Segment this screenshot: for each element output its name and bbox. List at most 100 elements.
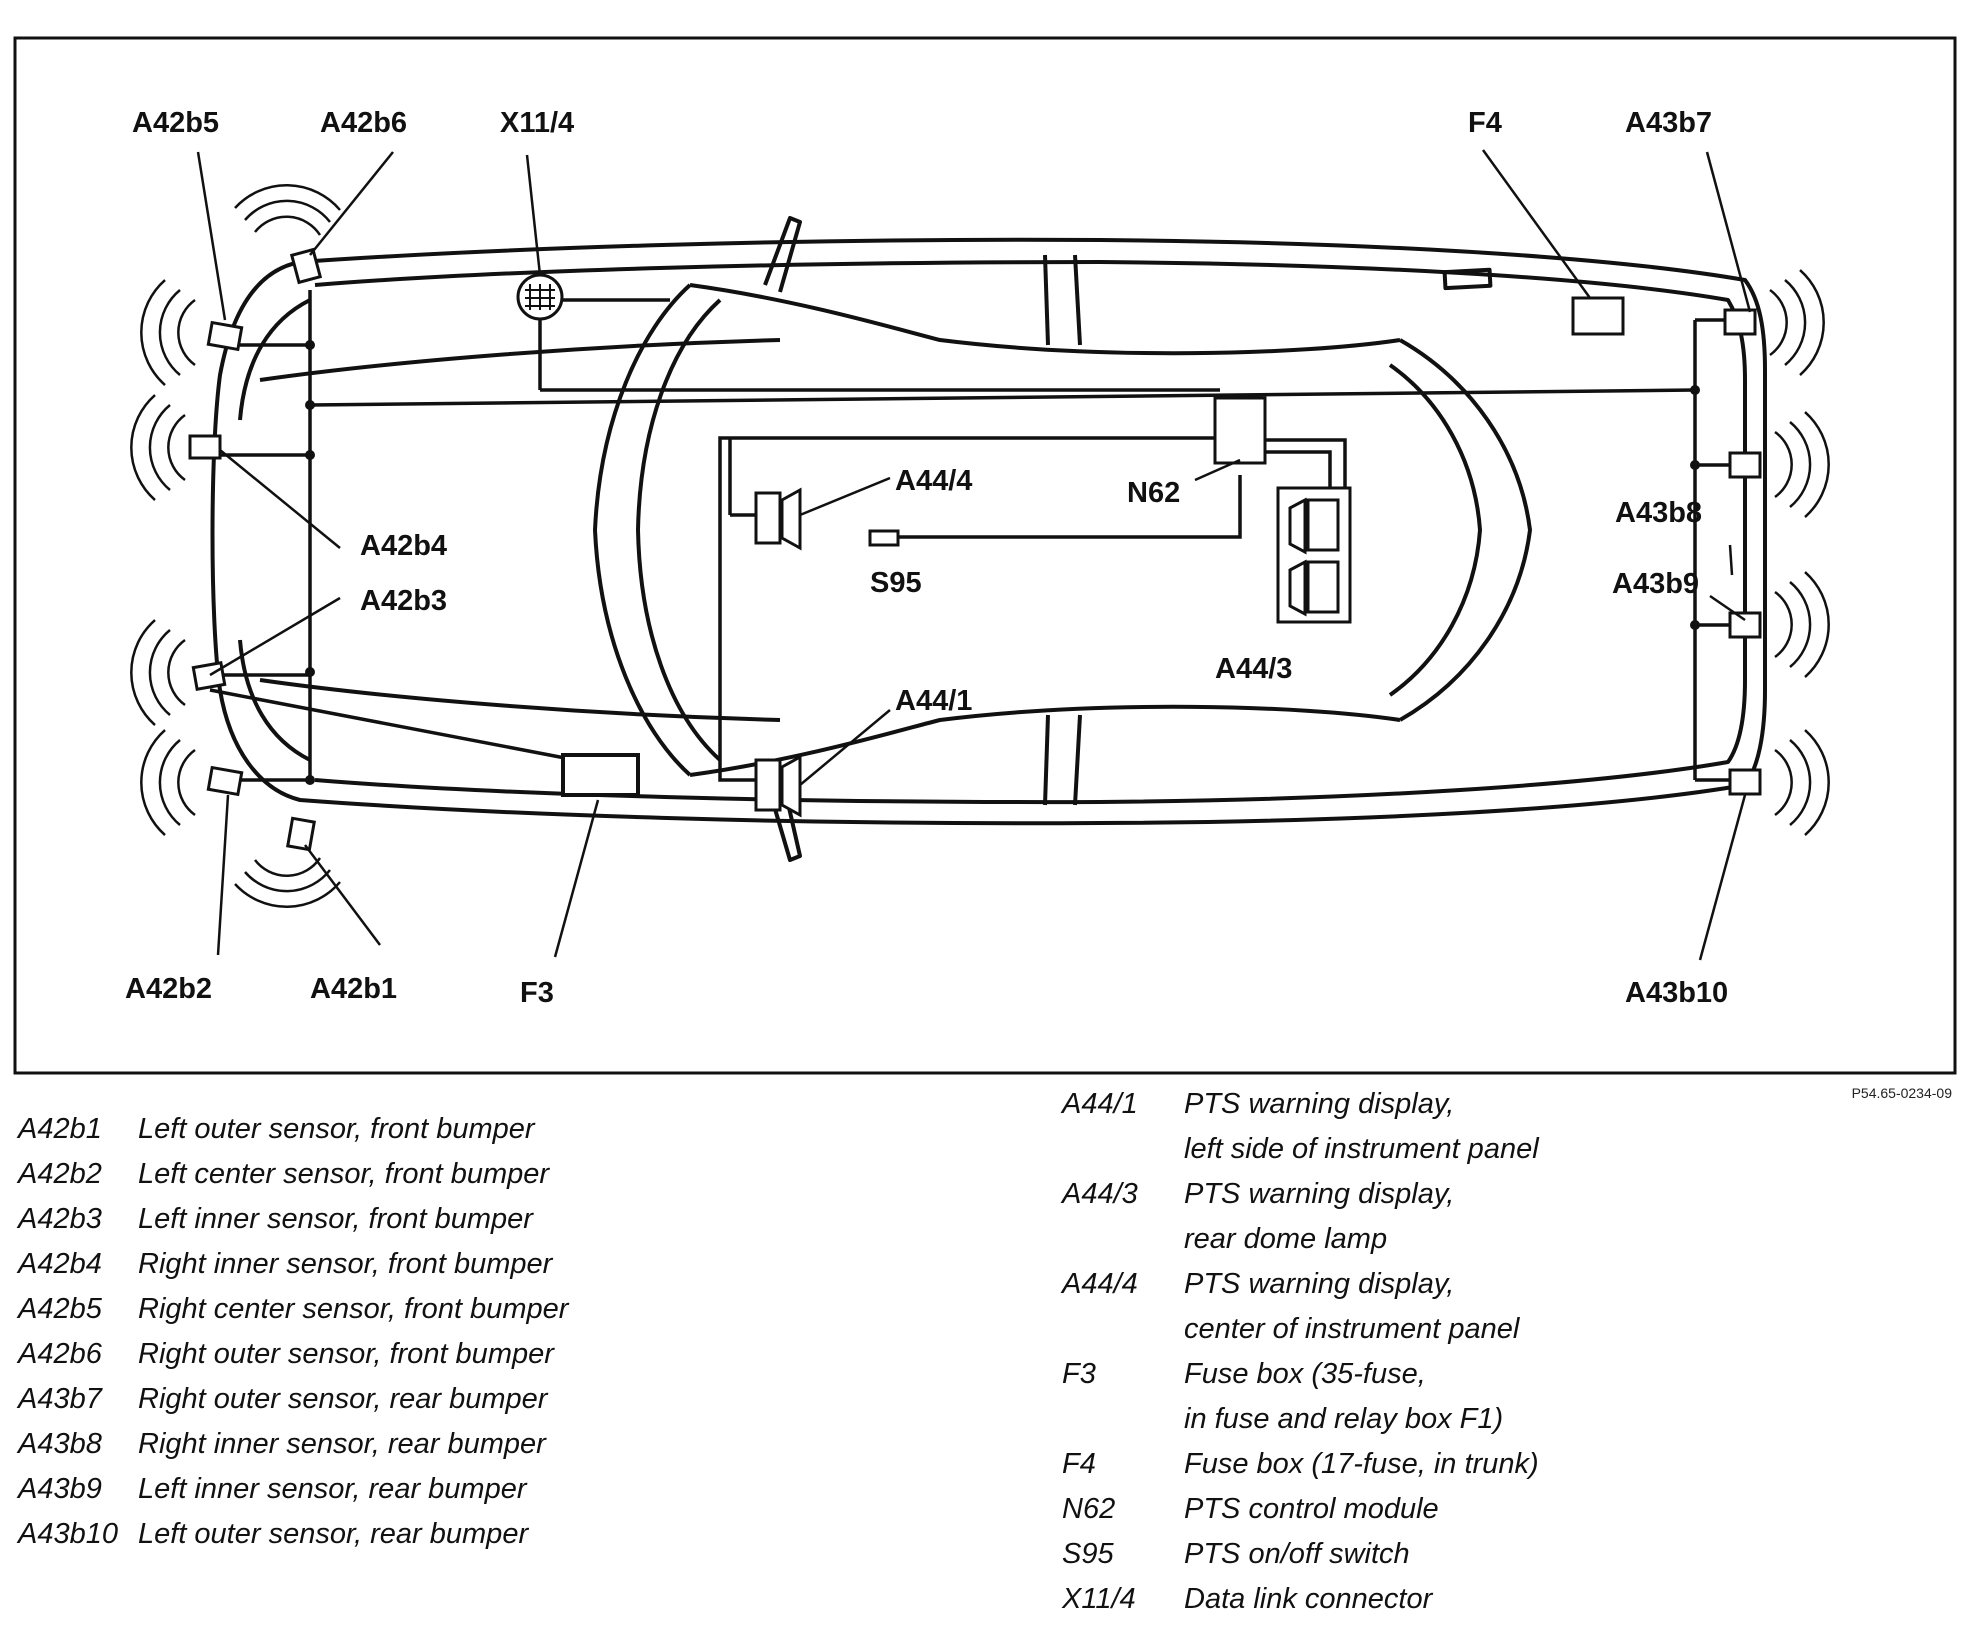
callout-a44-1: A44/1 (895, 685, 972, 717)
callout-x11-4: X11/4 (500, 107, 574, 139)
legend-row: A42b6 Right outer sensor, front bumper (18, 1332, 568, 1377)
callout-a43b9: A43b9 (1612, 568, 1699, 600)
legend-code: A42b5 (18, 1293, 102, 1325)
legend-row: A44/1 PTS warning display, (1062, 1082, 1539, 1127)
legend-row: F3 Fuse box (35-fuse, (1062, 1352, 1539, 1397)
callout-a42b6: A42b6 (320, 107, 407, 139)
legend-description: PTS warning display, (1184, 1268, 1455, 1300)
legend-description: Right inner sensor, rear bumper (138, 1428, 546, 1460)
legend-row: F4 Fuse box (17-fuse, in trunk) (1062, 1442, 1539, 1487)
legend-row: N62 PTS control module (1062, 1487, 1539, 1532)
legend-row: A43b7 Right outer sensor, rear bumper (18, 1377, 568, 1422)
callout-a42b3: A42b3 (360, 585, 447, 617)
legend-code (1062, 1127, 1184, 1172)
legend-description: PTS warning display, (1184, 1088, 1455, 1120)
callout-leaders (196, 149, 1752, 961)
legend-code (1062, 1307, 1184, 1352)
legend-description: Left inner sensor, rear bumper (138, 1473, 527, 1505)
legend-description: PTS on/off switch (1184, 1538, 1410, 1570)
legend-row: center of instrument panel (1062, 1307, 1539, 1352)
car-body-outline (210, 216, 1767, 862)
legend-code: A42b3 (18, 1203, 102, 1235)
legend-description: center of instrument panel (1184, 1313, 1520, 1345)
legend-code (1062, 1397, 1184, 1442)
legend-row: A44/3 PTS warning display, (1062, 1172, 1539, 1217)
legend-row: A42b3 Left inner sensor, front bumper (18, 1197, 568, 1242)
callout-a44-3: A44/3 (1215, 653, 1292, 685)
front-sensors (188, 247, 323, 852)
legend-description: rear dome lamp (1184, 1223, 1388, 1255)
legend-row: in fuse and relay box F1) (1062, 1397, 1539, 1442)
legend-description: in fuse and relay box F1) (1184, 1403, 1504, 1435)
legend-code: N62 (1062, 1493, 1116, 1525)
legend-row: A43b10 Left outer sensor, rear bumper (18, 1512, 568, 1557)
legend-code: A44/3 (1062, 1178, 1138, 1210)
legend-description: Right center sensor, front bumper (138, 1293, 569, 1325)
legend-description: Data link connector (1184, 1583, 1433, 1615)
callout-a42b1: A42b1 (310, 973, 397, 1005)
legend-code: A44/4 (1062, 1268, 1138, 1300)
legend-description: PTS warning display, (1184, 1178, 1455, 1210)
legend-code: A42b2 (18, 1158, 102, 1190)
rear-sensors (1723, 308, 1762, 796)
legend-code: A42b6 (18, 1338, 102, 1370)
legend-description: Left outer sensor, front bumper (138, 1113, 535, 1145)
wiring-harness (200, 290, 1730, 782)
legend-row: A42b4 Right inner sensor, front bumper (18, 1242, 568, 1287)
callout-f4: F4 (1468, 107, 1502, 139)
callout-a43b8: A43b8 (1615, 497, 1702, 529)
legend-description: Right inner sensor, front bumper (138, 1248, 553, 1280)
legend-description: left side of instrument panel (1184, 1133, 1539, 1165)
legend-row: A42b1 Left outer sensor, front bumper (18, 1107, 568, 1152)
figure-reference: P54.65-0234-09 (1851, 1085, 1952, 1101)
legend-code (1062, 1217, 1184, 1262)
callout-s95: S95 (870, 567, 922, 599)
a44-3-display-symbol (1276, 486, 1352, 624)
legend-description: Left center sensor, front bumper (138, 1158, 550, 1190)
legend-code: X11/4 (1062, 1583, 1136, 1615)
legend-row: A43b9 Left inner sensor, rear bumper (18, 1467, 568, 1512)
pts-wiring-diagram: A42b5 A42b6 X11/4 F4 A43b7 A44/4 N62 A42… (13, 36, 1957, 1075)
legend-code: F4 (1062, 1448, 1096, 1480)
sensor-signal-waves (130, 184, 1830, 908)
callout-a42b4: A42b4 (360, 530, 447, 562)
f4-fuse-box-symbol (1571, 296, 1625, 336)
legend-description: Fuse box (35-fuse, (1184, 1358, 1426, 1390)
legend-description: Right outer sensor, rear bumper (138, 1383, 548, 1415)
f3-fuse-box-symbol (561, 753, 640, 797)
legend-description: Left inner sensor, front bumper (138, 1203, 533, 1235)
a44-4-display-symbol (754, 487, 802, 551)
callout-a42b5: A42b5 (132, 107, 219, 139)
a44-1-display-symbol (754, 754, 802, 818)
legend-code: A43b10 (18, 1518, 118, 1550)
diagram-frame (13, 36, 1957, 1075)
legend-code: A42b4 (18, 1248, 102, 1280)
legend-description: Left outer sensor, rear bumper (138, 1518, 529, 1550)
legend-description: Right outer sensor, front bumper (138, 1338, 554, 1370)
s95-switch-symbol (868, 529, 900, 547)
legend-code: A42b1 (18, 1113, 102, 1145)
legend-row: S95 PTS on/off switch (1062, 1532, 1539, 1577)
legend-code: S95 (1062, 1538, 1114, 1570)
x11-4-connector-symbol (516, 273, 564, 321)
callout-n62: N62 (1127, 477, 1180, 509)
legend-description: PTS control module (1184, 1493, 1439, 1525)
callout-f3: F3 (520, 977, 554, 1009)
callout-a44-4: A44/4 (895, 465, 972, 497)
legend-code: A43b8 (18, 1428, 102, 1460)
legend-code: A43b9 (18, 1473, 102, 1505)
n62-control-module-symbol (1213, 396, 1267, 465)
callout-a43b10: A43b10 (1625, 977, 1728, 1009)
legend-row: A42b5 Right center sensor, front bumper (18, 1287, 568, 1332)
legend-code: A44/1 (1062, 1088, 1138, 1120)
legend-row: A42b2 Left center sensor, front bumper (18, 1152, 568, 1197)
callout-a43b7: A43b7 (1625, 107, 1712, 139)
legend-row: left side of instrument panel (1062, 1127, 1539, 1172)
legend-description: Fuse box (17-fuse, in trunk) (1184, 1448, 1539, 1480)
legend-code: A43b7 (18, 1383, 102, 1415)
legend-row: A44/4 PTS warning display, (1062, 1262, 1539, 1307)
wiring-junctions (305, 340, 1700, 785)
legend-code: F3 (1062, 1358, 1096, 1390)
